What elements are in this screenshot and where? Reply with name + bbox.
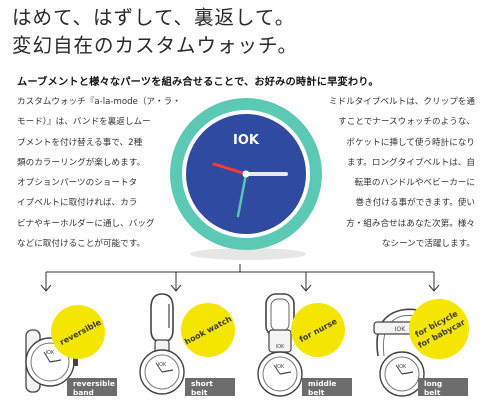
svg-text:IOK: IOK (158, 362, 167, 368)
watch-logo: IOK (233, 133, 260, 148)
badge-for-bicycle-babycar: for bicycle for babycar (409, 299, 469, 359)
badge-hook-watch: hook watch (181, 303, 235, 357)
connector-arrows (40, 264, 440, 292)
left-line: カスタムウォッチ『a-la-mode（ア・ラ・ (17, 97, 181, 107)
label-reversible-band: reversible band (67, 378, 117, 396)
long-belt-watch: IOK IOK (373, 308, 431, 397)
headline-line-1: はめて、はずして、裏返して。 (12, 6, 296, 29)
watch-movement-illustration: IOK (170, 98, 322, 260)
watch-shadow (190, 248, 306, 260)
left-line: イプベルトに取付ければ、カラ (17, 198, 138, 209)
arrow-reversible (40, 272, 52, 292)
svg-text:IOK: IOK (46, 350, 55, 356)
svg-text:IOK: IOK (276, 364, 285, 370)
right-line: 巻き付ける事ができます。使い (355, 198, 475, 209)
right-line: ミドルタイプベルトは、クリップを通 (328, 97, 475, 107)
svg-text:IOK: IOK (398, 364, 407, 370)
right-line: なシーンで活躍します。 (381, 239, 475, 250)
label-middle-belt: middle belt (302, 378, 352, 396)
headline-line-2: 変幻自在のカスタムウォッチ。 (12, 34, 299, 57)
watch-minute-hand (212, 162, 248, 176)
badge-for-nurse: for nurse (291, 303, 345, 357)
short-belt-watch: IOK (139, 293, 185, 395)
watch-center-pin (242, 170, 250, 178)
right-line: すことでナースウォッチのような、 (338, 117, 475, 128)
right-line: ポケットに挿して使う時計になり (346, 137, 475, 148)
left-line: ブメントを付け替える事で、2種 (17, 137, 143, 148)
arrow-short-belt (170, 272, 182, 292)
watch-second-hand (236, 172, 248, 218)
right-description: ミドルタイプベルトは、クリップを通 すことでナースウォッチのような、 ポケットに… (329, 92, 475, 254)
badge-reversible: reversible (51, 305, 105, 359)
left-line: ビナやキーホルダーに通し、バッグ (17, 218, 155, 229)
right-line: 方・組み合せはあなた次第。様々 (346, 218, 475, 229)
label-short-belt: short belt (185, 378, 235, 396)
svg-text:IOK: IOK (395, 326, 406, 333)
left-line: などに取付けることが可能です。 (17, 239, 146, 250)
right-line: 転車のハンドルやベビーカーに (354, 178, 475, 189)
svg-text:IOK: IOK (276, 344, 285, 350)
label-long-belt: long belt (418, 378, 468, 396)
arrow-long-belt (428, 272, 440, 292)
left-line: オプションパーツのショートタ (17, 178, 138, 189)
left-line: モード）』は、バンドを裏返しムー (17, 117, 151, 128)
lead-sentence: ムーブメントと様々なパーツを組み合せることで、お好みの時計に早変わり。 (17, 77, 379, 88)
middle-belt-watch: IOK IOK (257, 293, 303, 397)
left-line: 類のカラーリングが楽しめます。 (17, 157, 146, 168)
left-description: カスタムウォッチ『a-la-mode（ア・ラ・ モード）』は、バンドを裏返しムー… (17, 92, 181, 254)
right-line: ます。ロングタイプベルトは、自 (346, 157, 475, 168)
arrow-middle-belt (300, 272, 312, 292)
